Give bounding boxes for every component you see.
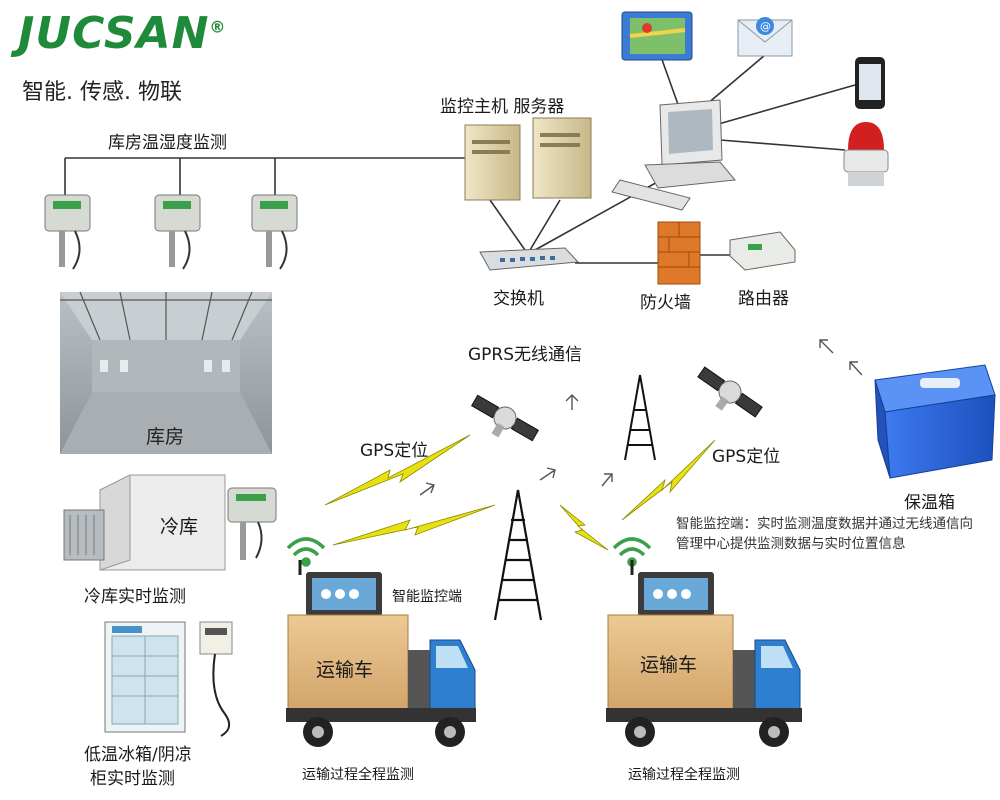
pc-phone-line: [714, 84, 856, 126]
truck-right: [606, 560, 802, 747]
warehouse-photo: [60, 291, 272, 454]
transport-right-label: 运输过程全程监测: [628, 767, 740, 783]
warehouse-sensor-3: [251, 194, 298, 270]
truck-right-box-label: 运输车: [640, 654, 698, 676]
gps-left-bolt: [324, 434, 471, 506]
upload-arrows: [419, 339, 863, 496]
firewall-icon: [657, 221, 701, 285]
cold-storage-monitoring-label: 冷库实时监测: [84, 587, 186, 607]
transport-left-label: 运输过程全程监测: [302, 767, 414, 783]
tower-right-bolt: [559, 504, 609, 551]
host-server-label: 监控主机 服务器: [440, 97, 565, 117]
cold-storage-label: 冷库: [160, 516, 199, 538]
application-server: [532, 117, 592, 199]
network-switch: [479, 247, 580, 271]
firewall-label: 防火墙: [640, 293, 691, 313]
brand-logo: JUCSAN®: [18, 8, 226, 59]
server2-switch-line: [529, 199, 561, 251]
brand-logo-text: JUCSAN: [18, 8, 210, 59]
fridge-sensor: [199, 621, 233, 737]
email-icon: @: [737, 17, 793, 57]
registered-mark: ®: [209, 17, 227, 37]
mobile-phone-icon: [855, 57, 885, 109]
satellite-right-icon: [697, 366, 763, 418]
cold-storage-unit: [63, 474, 226, 571]
terminal-left-bolt: [332, 504, 496, 546]
medical-fridge: [104, 621, 186, 733]
switch-label: 交换机: [493, 289, 544, 309]
insulated-cooler-box: [874, 364, 996, 479]
warehouse-sensors: [44, 194, 298, 270]
wifi-left-icon: [286, 537, 326, 567]
fridge-monitoring-label-line1: 低温冰箱/阴凉: [84, 745, 192, 765]
monitoring-pc: [611, 99, 736, 211]
warehouse-sensor-2: [154, 194, 201, 270]
monitoring-host-server: [464, 124, 521, 201]
warehouse-sensor-1: [44, 194, 91, 270]
network-lines: [64, 39, 856, 264]
server1-switch-line: [489, 199, 526, 251]
cell-tower-small-icon: [624, 374, 656, 461]
terminal-description: 智能监控端：实时监测温度数据并通过无线通信向管理中心提供监测数据与实时位置信息: [676, 516, 973, 552]
gps-right-bolt: [621, 439, 716, 521]
warehouse-photo-label: 库房: [146, 426, 185, 448]
cell-tower-large-icon: [493, 489, 543, 621]
cold-storage-sensor: [227, 487, 277, 560]
pc-alarm-line: [719, 139, 846, 151]
warehouse-monitoring-label: 库房温湿度监测: [108, 133, 227, 153]
alarm-light-icon: [843, 122, 889, 186]
gprs-label: GPRS无线通信: [468, 345, 583, 365]
truck-left: [286, 560, 476, 747]
svg-text:@: @: [760, 20, 771, 33]
gps-right-label: GPS定位: [712, 447, 781, 467]
router-label: 路由器: [738, 289, 789, 309]
wireless-signal-bolts: [324, 434, 716, 551]
gps-left-label: GPS定位: [360, 441, 429, 461]
router-icon: [729, 231, 796, 271]
fridge-monitoring-label-line2: 柜实时监测: [90, 769, 175, 789]
insulated-box-label: 保温箱: [904, 493, 955, 513]
smart-terminal-label: 智能监控端: [392, 589, 462, 605]
map-display-icon: [621, 11, 693, 61]
brand-tagline: 智能. 传感. 物联: [22, 80, 182, 105]
truck-left-box-label: 运输车: [316, 659, 374, 681]
satellite-left-icon: [471, 394, 539, 442]
